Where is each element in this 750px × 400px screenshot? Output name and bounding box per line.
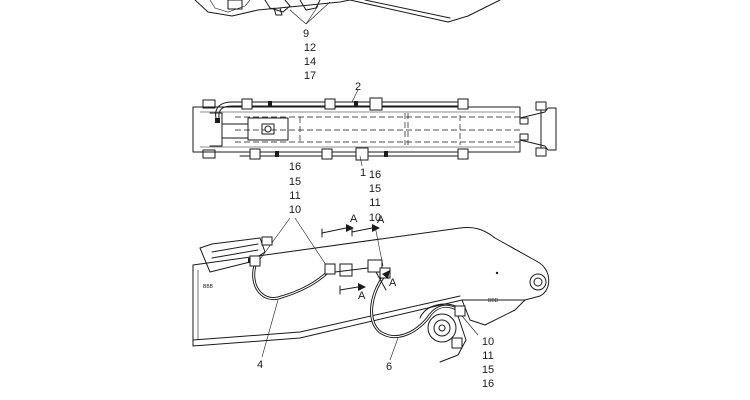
section-marker-3: A [339, 283, 366, 302]
svg-text:A: A [358, 290, 366, 302]
tube-line-lower [239, 147, 469, 161]
leader-bottom-stack [461, 315, 479, 336]
callout-15-right: 15 [369, 183, 381, 195]
callout-2: 2 [355, 81, 361, 93]
small-mark-left: BBB [203, 284, 214, 290]
callout-15-bottom: 15 [482, 364, 494, 376]
section-marker-4: A [375, 270, 397, 291]
callout-10-right: 10 [369, 212, 381, 224]
tube-line-upper [215, 97, 469, 119]
svg-text:A: A [389, 277, 397, 289]
leader-9 [289, 1, 331, 25]
callout-15-left: 15 [289, 176, 301, 188]
callout-4: 4 [257, 359, 263, 371]
leader-left-stack-b [294, 217, 329, 269]
small-mark-right: BBB [488, 298, 499, 304]
leader-4 [261, 299, 279, 358]
connector-tube [334, 267, 369, 273]
callout-11-right: 11 [369, 197, 380, 209]
callout-16-bottom: 16 [482, 378, 494, 390]
callout-9: 9 [303, 28, 309, 40]
top-boom-view [194, 0, 501, 23]
callout-1: 1 [360, 167, 366, 179]
svg-text:A: A [377, 214, 385, 226]
leader-left-stack-a [257, 217, 291, 263]
boom-top-view [192, 99, 557, 159]
leader-1 [359, 155, 363, 167]
callout-11-left: 11 [289, 190, 300, 202]
svg-text:A: A [350, 213, 358, 225]
section-marker-1: A [321, 213, 358, 238]
callout-14: 14 [304, 56, 316, 68]
boom-side-view [192, 227, 550, 347]
callout-10-bottom: 10 [482, 336, 494, 348]
leader-right-stack [374, 225, 384, 267]
callout-17: 17 [304, 70, 316, 82]
callout-6: 6 [386, 361, 392, 373]
bottom-fitting-cap [451, 337, 463, 349]
callout-12: 12 [304, 42, 316, 54]
callout-11-bottom: 11 [482, 350, 493, 362]
callout-16-right: 16 [369, 169, 381, 181]
leader-6 [389, 337, 399, 361]
section-marker-2: A [351, 214, 385, 237]
callout-16-left: 16 [289, 161, 301, 173]
hose-4 [249, 255, 353, 301]
callout-10-left: 10 [289, 204, 301, 216]
leader-2 [351, 89, 359, 103]
